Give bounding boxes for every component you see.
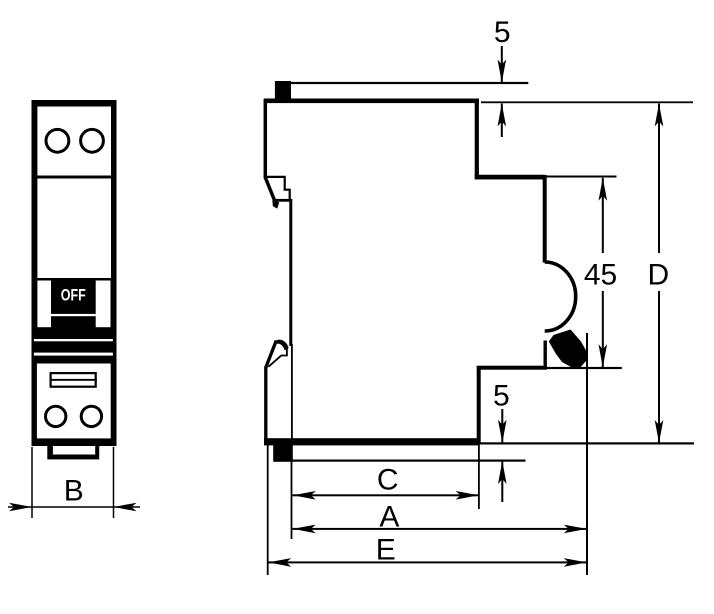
- svg-text:A: A: [379, 500, 399, 533]
- svg-text:C: C: [377, 464, 399, 497]
- svg-text:45: 45: [584, 259, 617, 292]
- svg-text:5: 5: [493, 380, 510, 413]
- svg-text:B: B: [64, 474, 84, 507]
- svg-text:OFF: OFF: [61, 286, 86, 305]
- svg-text:E: E: [376, 534, 396, 567]
- svg-text:5: 5: [494, 16, 511, 49]
- svg-text:D: D: [647, 259, 669, 292]
